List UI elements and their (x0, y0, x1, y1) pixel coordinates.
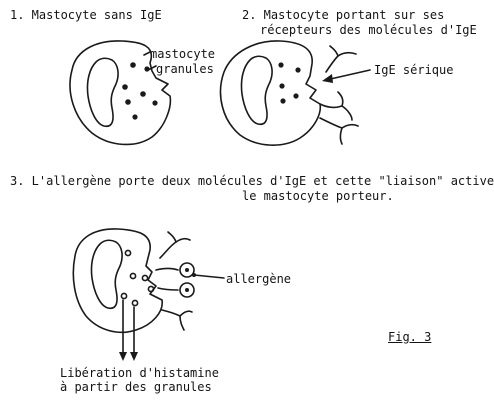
panel3-title-line1: 3. L'allergène porte deux molécules d'Ig… (10, 174, 494, 188)
mast-cell-1 (69, 40, 172, 146)
ige-molecule-3 (319, 117, 359, 145)
allergen-complex (155, 262, 195, 298)
arrowhead-ige (322, 74, 333, 83)
label-liberation-line2: à partir des granules (60, 380, 212, 394)
granules-3 (120, 249, 155, 307)
pointer-mastocyte (143, 51, 151, 56)
label-granules: granules (156, 62, 214, 76)
ige-molecule-1 (325, 45, 357, 73)
granules-2 (278, 62, 301, 104)
ige-molecule-4 (159, 231, 191, 259)
label-mastocyte: mastocyte (150, 47, 216, 61)
ige-molecule-2 (319, 91, 353, 121)
arrow-ige (325, 69, 371, 81)
arrow-allergene (193, 274, 225, 279)
nucleus-1 (86, 57, 119, 128)
panel1-title: 1. Mastocyte sans IgE (10, 8, 162, 22)
pointer-granules (147, 65, 157, 71)
nucleus-2 (240, 55, 273, 126)
histamine-arrows (119, 299, 138, 361)
panel2-title-line2: récepteurs des molécules d'IgE (260, 23, 477, 37)
cell-membrane-3 (72, 228, 163, 334)
cell-membrane-2 (219, 40, 322, 146)
label-ige-serique: IgE sérique (374, 63, 454, 77)
panel3-title-line2: le mastocyte porteur. (242, 189, 394, 203)
ige-molecule-5 (161, 309, 193, 331)
nucleus-3 (90, 239, 123, 310)
mast-cell-2 (219, 40, 371, 146)
label-allergene: allergène (226, 272, 292, 286)
mast-cell-3 (72, 228, 225, 361)
figure-label: Fig. 3 (388, 330, 432, 344)
granules-1 (122, 62, 158, 120)
cell-membrane-1 (69, 40, 172, 146)
panel2-title-line1: 2. Mastocyte portant sur ses (242, 8, 445, 22)
label-liberation-line1: Libération d'histamine (60, 366, 219, 380)
